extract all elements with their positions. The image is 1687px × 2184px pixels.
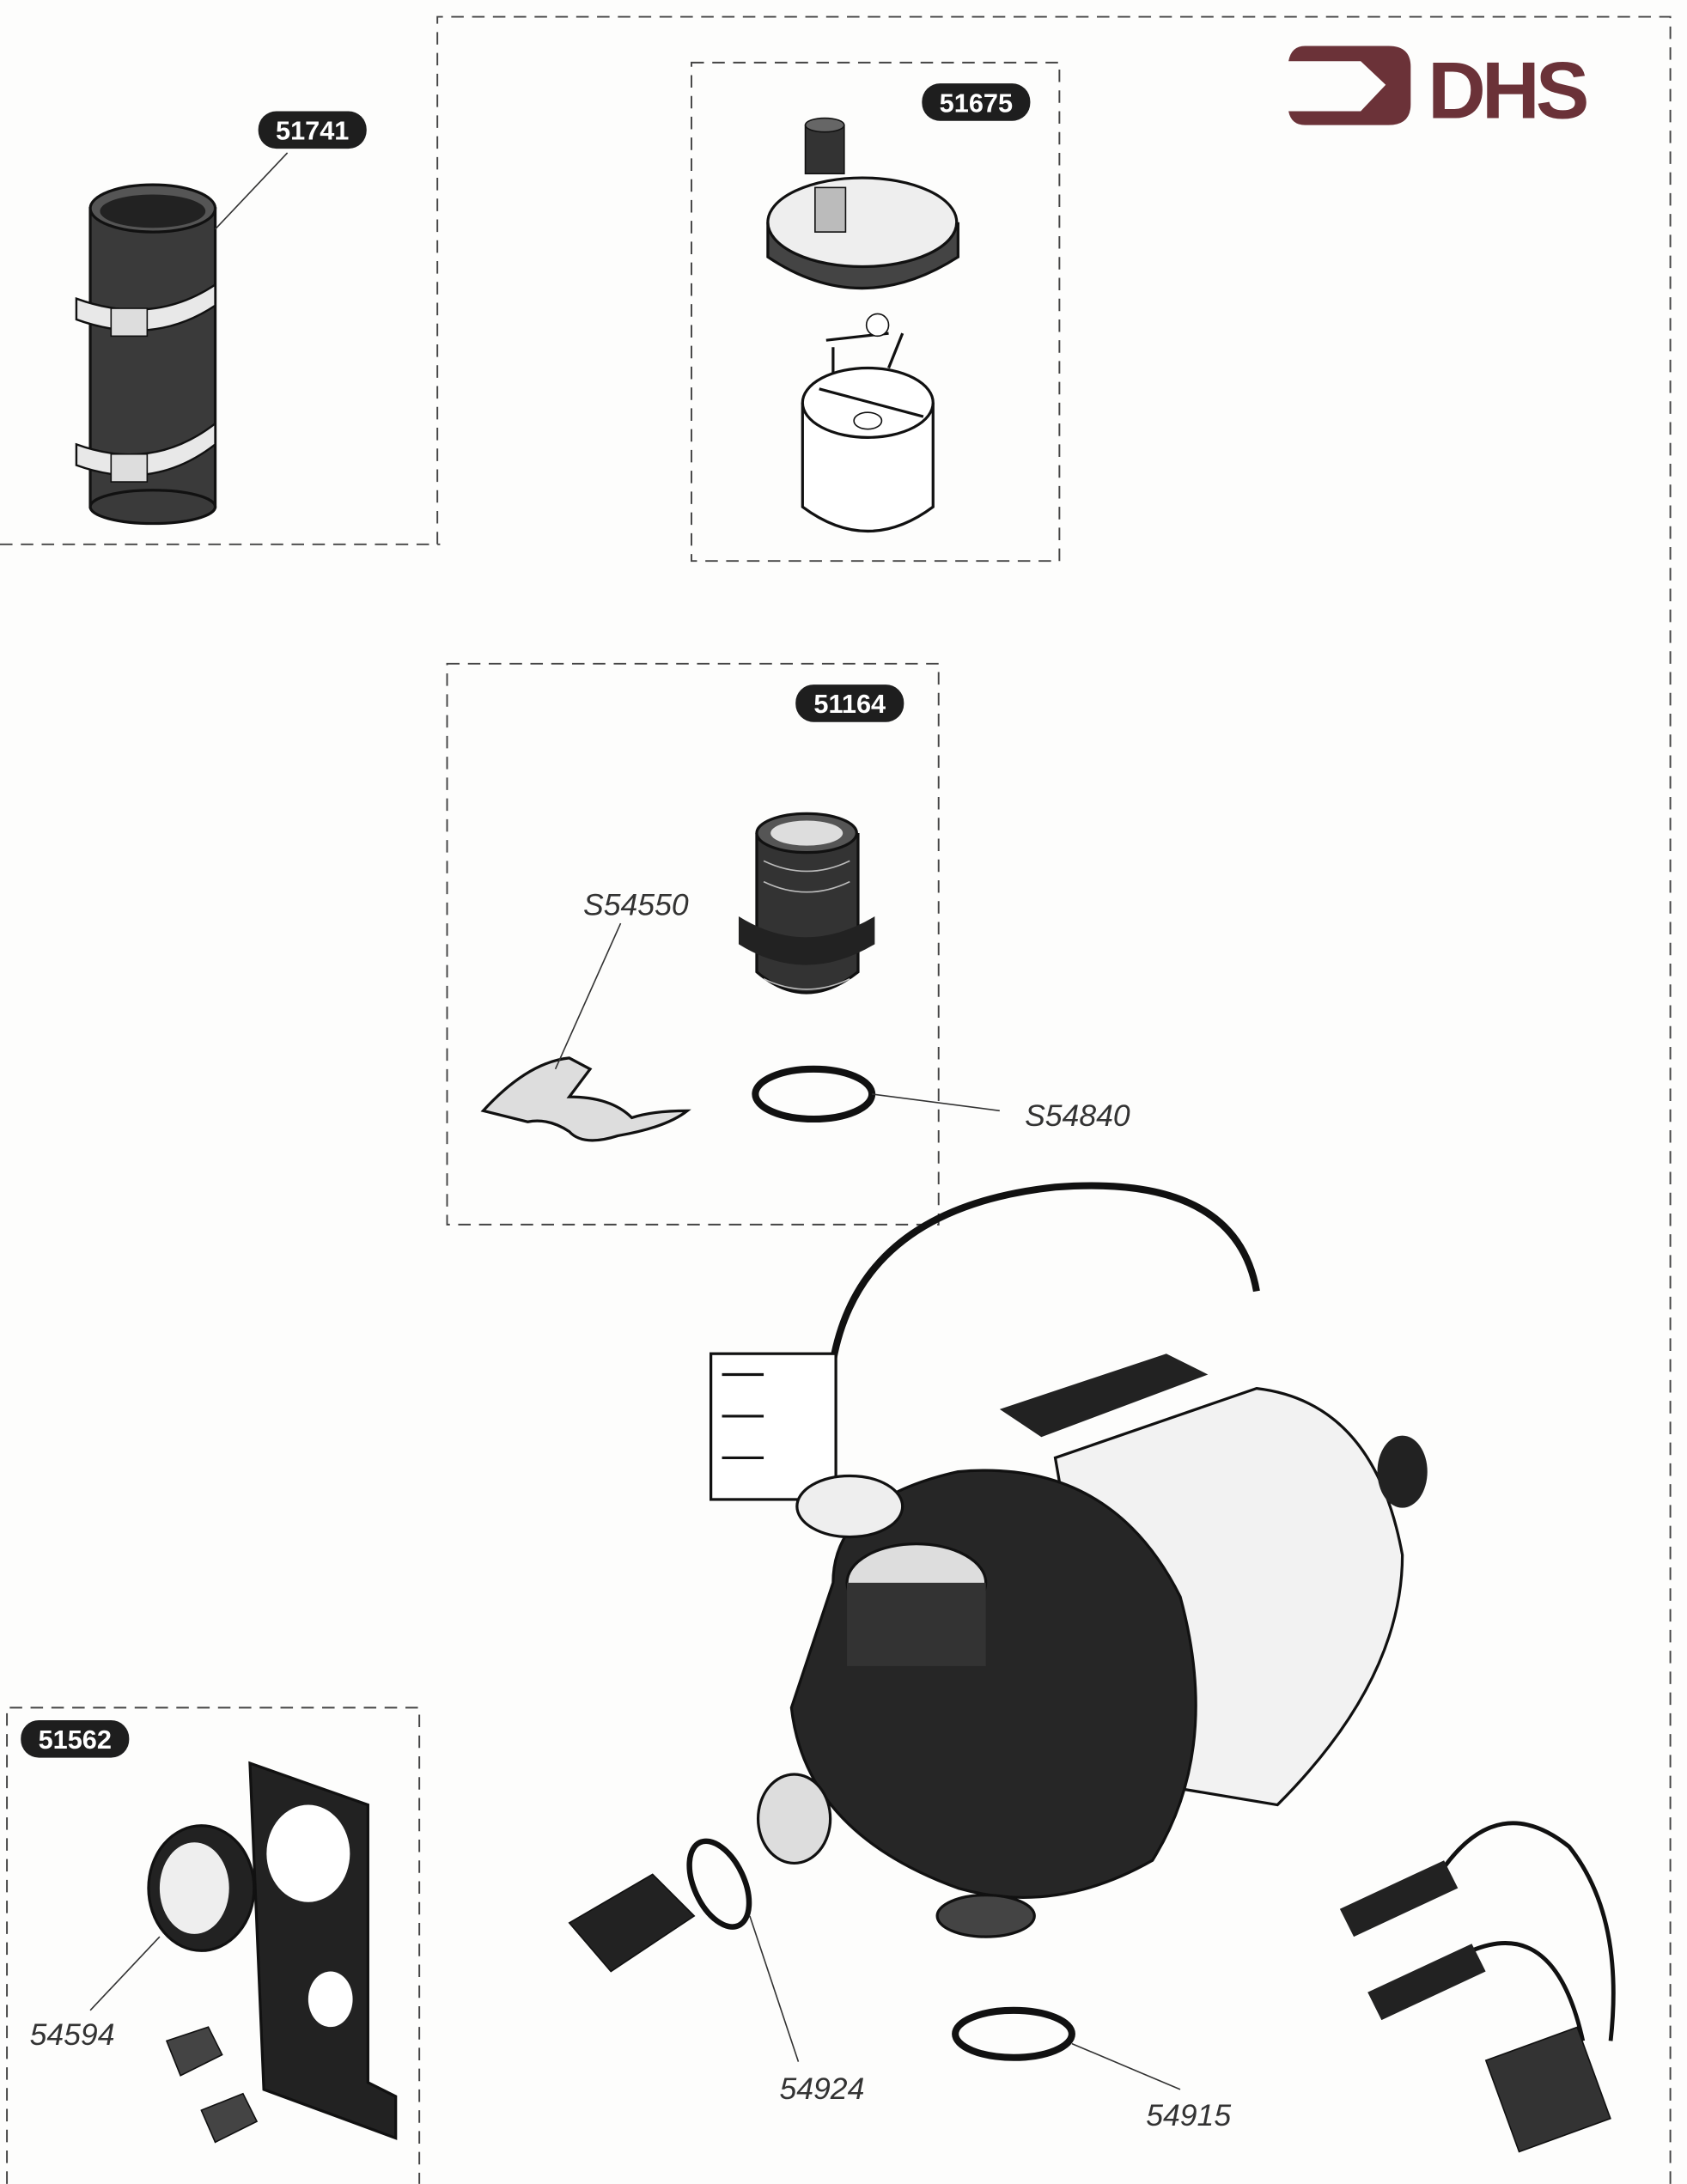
valve-kit-illustration — [766, 117, 959, 533]
part-label-51675: 51675 — [922, 83, 1031, 121]
part-label-51741: 51741 — [258, 111, 367, 149]
drain-plug-illustration — [568, 1873, 696, 1973]
logo-arrow-mark — [1288, 46, 1411, 125]
svg-text:51164: 51164 — [813, 689, 886, 719]
part-label-54924: 54924 — [780, 2071, 865, 2106]
part-label-54594: 54594 — [30, 2017, 115, 2052]
part-label-s54550: S54550 — [583, 887, 689, 922]
svg-text:51741: 51741 — [276, 116, 349, 146]
part-label-51164: 51164 — [795, 684, 904, 722]
svg-text:51675: 51675 — [940, 88, 1013, 118]
part-label-51562: 51562 — [21, 1719, 130, 1758]
drain-o-ring-illustration — [686, 1838, 752, 1930]
fitting-illustration — [738, 812, 875, 995]
hose-illustration — [75, 183, 217, 526]
part-label-s54840: S54840 — [1025, 1098, 1130, 1133]
dhs-logo: DHS — [1288, 46, 1591, 136]
clip-illustration — [480, 1056, 691, 1142]
sensor-lead-illustration — [1339, 1821, 1616, 2153]
logo-text: DHS — [1428, 46, 1587, 136]
svg-text:51562: 51562 — [39, 1725, 112, 1755]
o-ring-illustration — [752, 1065, 876, 1123]
bracket-illustration — [147, 1761, 398, 2144]
dashed-boundaries — [0, 15, 1672, 2184]
pump-illustration — [710, 1182, 1428, 1938]
part-label-54915: 54915 — [1146, 2098, 1231, 2132]
outlet-o-ring-illustration — [952, 2006, 1075, 2061]
